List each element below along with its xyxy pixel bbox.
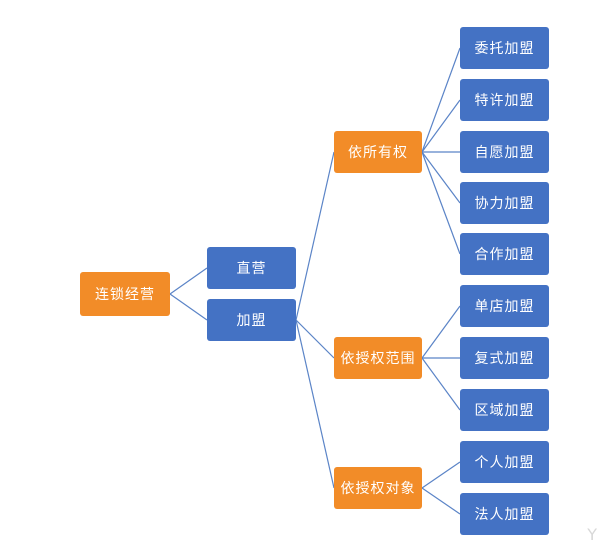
ownership-item-2: 特许加盟	[460, 79, 549, 121]
link-franchise-ownership	[295, 151, 335, 321]
scope-item-3: 区域加盟	[460, 389, 549, 431]
item-label: 法人加盟	[474, 507, 535, 523]
link-scope-item-3	[421, 357, 461, 411]
watermark-icon: Y	[587, 525, 597, 544]
link-root-franchise	[169, 293, 208, 321]
link-target-item-2	[421, 487, 461, 515]
group-ownership-label: 依所有权	[348, 145, 408, 161]
link-target-item-1	[421, 461, 461, 489]
item-label: 单店加盟	[474, 299, 535, 315]
scope-item-2: 复式加盟	[460, 337, 549, 379]
item-label: 合作加盟	[474, 247, 535, 263]
item-label: 委托加盟	[474, 41, 535, 57]
scope-item-1: 单店加盟	[460, 285, 549, 327]
item-label: 协力加盟	[474, 196, 535, 212]
ownership-item-5: 合作加盟	[460, 233, 549, 275]
ownership-item-3: 自愿加盟	[460, 131, 549, 173]
target-item-2: 法人加盟	[460, 493, 549, 535]
root-node: 连锁经营	[80, 272, 170, 316]
ownership-item-4: 协力加盟	[460, 182, 549, 224]
link-ownership-item-5	[421, 151, 461, 255]
group-ownership-node: 依所有权	[334, 131, 422, 173]
item-label: 自愿加盟	[474, 145, 535, 161]
group-target-label: 依授权对象	[340, 481, 416, 497]
root-label: 连锁经营	[95, 287, 155, 303]
link-franchise-target	[295, 319, 335, 489]
link-ownership-item-1	[421, 47, 461, 153]
link-root-direct	[169, 267, 208, 295]
group-scope-node: 依授权范围	[334, 337, 422, 379]
ownership-item-1: 委托加盟	[460, 27, 549, 69]
group-target-node: 依授权对象	[334, 467, 422, 509]
franchise-node: 加盟	[207, 299, 296, 341]
item-label: 区域加盟	[474, 403, 535, 419]
link-scope-item-1	[421, 305, 461, 359]
direct-node: 直营	[207, 247, 296, 289]
item-label: 复式加盟	[474, 351, 535, 367]
group-scope-label: 依授权范围	[340, 351, 416, 367]
link-franchise-scope	[295, 319, 335, 359]
link-ownership-item-2	[421, 99, 461, 153]
franchise-label: 加盟	[236, 313, 267, 329]
direct-label: 直营	[236, 261, 267, 277]
link-ownership-item-4	[421, 151, 461, 204]
item-label: 特许加盟	[474, 93, 535, 109]
item-label: 个人加盟	[474, 455, 535, 471]
target-item-1: 个人加盟	[460, 441, 549, 483]
